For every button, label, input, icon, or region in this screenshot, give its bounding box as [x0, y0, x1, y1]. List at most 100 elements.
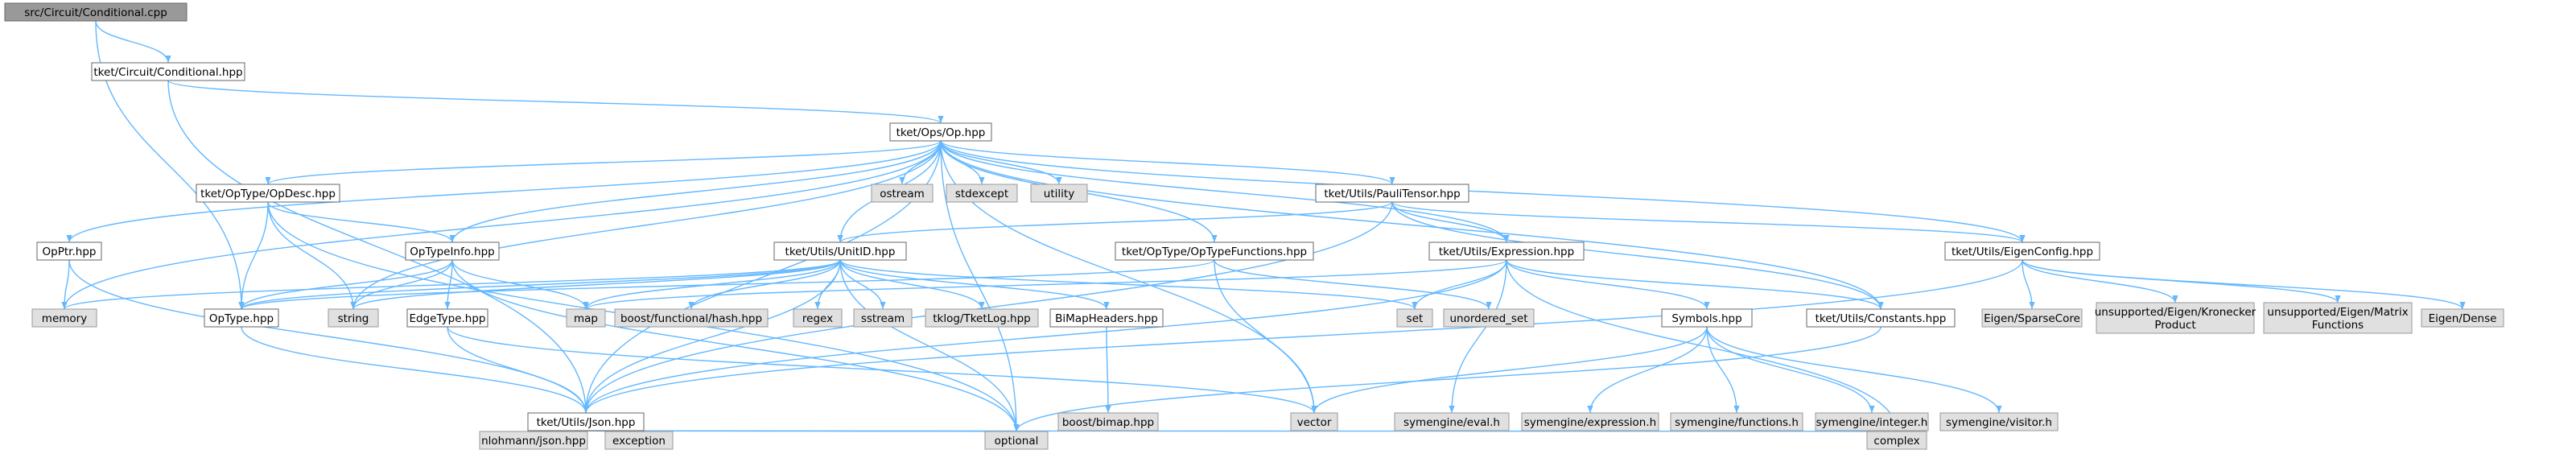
node-expression[interactable]: tket/Utils/Expression.hpp [1428, 241, 1585, 261]
node-label: Product [2154, 319, 2195, 332]
node-label: tket/Ops/Op.hpp [896, 126, 986, 139]
node-stdexcept[interactable]: stdexcept [946, 184, 1018, 203]
edge-symbols-to-symfunc [1706, 326, 1740, 414]
node-boostbimap[interactable]: boost/bimap.hpp [1057, 412, 1159, 431]
node-box [1981, 308, 2083, 328]
node-label: OpPtr.hpp [43, 246, 97, 258]
node-box [1394, 412, 1510, 431]
edge-unitid-to-string [350, 259, 841, 310]
node-optional[interactable]: optional [984, 431, 1049, 450]
node-sstream[interactable]: sstream [853, 308, 913, 328]
edge-symbols-to-symvis [1706, 326, 2002, 414]
node-label: string [338, 312, 369, 325]
node-tklog[interactable]: tklog/TketLog.hpp [925, 308, 1039, 328]
node-eigendense[interactable]: Eigen/Dense [2421, 308, 2504, 328]
edge-edgetype-to-vector [447, 326, 1317, 414]
node-json[interactable]: tket/Utils/Json.hpp [527, 412, 645, 431]
node-unordered[interactable]: unordered_set [1443, 308, 1535, 328]
edge-paulitensor-to-json [583, 201, 1393, 414]
node-symbols[interactable]: Symbols.hpp [1661, 308, 1753, 328]
edge-eigenconfig-to-eigendense [2022, 259, 2466, 310]
node-complex[interactable]: complex [1866, 431, 1927, 450]
node-label: ostream [880, 188, 925, 200]
edge-op-to-opdesc [265, 140, 942, 185]
node-label: nlohmann/json.hpp [481, 435, 586, 448]
edge-unitid-to-json [583, 259, 841, 414]
node-symvis[interactable]: symengine/visitor.h [1939, 412, 2059, 431]
node-label: symengine/integer.h [1816, 416, 1928, 429]
node-label: tket/Utils/UnitID.hpp [785, 246, 896, 258]
node-boostfh[interactable]: boost/functional/hash.hpp [614, 308, 769, 328]
node-label: exception [612, 435, 666, 448]
edge-optypefunc-to-optype [238, 259, 1215, 310]
node-optype[interactable]: OpType.hpp [204, 308, 279, 328]
node-box [604, 431, 674, 450]
edge-op-to-ostream [899, 140, 942, 185]
node-cond_hpp[interactable]: tket/Circuit/Conditional.hpp [91, 62, 245, 81]
node-symeval[interactable]: symengine/eval.h [1394, 412, 1510, 431]
node-map[interactable]: map [566, 308, 606, 328]
edge-cond_hpp-to-op [167, 80, 944, 124]
edge-expression-to-complex [1506, 259, 1900, 432]
node-eigenconfig[interactable]: tket/Utils/EigenConfig.hpp [1944, 241, 2100, 261]
node-box [1670, 412, 1803, 431]
edge-expression-to-map [583, 259, 1507, 310]
node-box [1944, 241, 2100, 261]
node-root[interactable]: src/Circuit/Conditional.cpp [4, 2, 188, 22]
nodes-layer: src/Circuit/Conditional.cpp tket/Circuit/… [4, 2, 2504, 450]
node-opdesc[interactable]: tket/OpType/OpDesc.hpp [196, 184, 340, 203]
node-paulitensor[interactable]: tket/Utils/PauliTensor.hpp [1315, 184, 1469, 203]
edge-op-to-paulitensor [940, 140, 1395, 185]
node-optypefunc[interactable]: tket/OpType/OpTypeFunctions.hpp [1115, 241, 1314, 261]
node-edgetype[interactable]: EdgeType.hpp [406, 308, 488, 328]
node-symint[interactable]: symengine/integer.h [1815, 412, 1929, 431]
node-symfunc[interactable]: symengine/functions.h [1670, 412, 1803, 431]
node-label: src/Circuit/Conditional.cpp [24, 6, 167, 19]
node-nlohmann[interactable]: nlohmann/json.hpp [479, 431, 588, 450]
node-label: EdgeType.hpp [410, 312, 486, 325]
node-eigensparse[interactable]: Eigen/SparseCore [1981, 308, 2083, 328]
node-op[interactable]: tket/Ops/Op.hpp [889, 122, 992, 142]
node-bimap[interactable]: BiMapHeaders.hpp [1049, 308, 1164, 328]
edge-op-to-expression [940, 140, 1510, 243]
node-box [479, 431, 588, 450]
edge-unitid-to-boostfh [688, 259, 841, 310]
edge-unitid-to-memory [61, 259, 841, 310]
node-label: set [1407, 312, 1424, 325]
edge-paulitensor-to-unitid [837, 201, 1393, 243]
node-opptr[interactable]: OpPtr.hpp [36, 241, 102, 261]
edge-optypeinfo-to-string [350, 259, 453, 310]
node-regex[interactable]: regex [793, 308, 843, 328]
edge-eigenconfig-to-eigensparse [2022, 259, 2035, 310]
node-constants[interactable]: tket/Utils/Constants.hpp [1806, 308, 1956, 328]
node-box [773, 241, 907, 261]
node-box [196, 184, 340, 203]
node-string[interactable]: string [328, 308, 379, 328]
edge-symbols-to-vector [1311, 326, 1708, 414]
node-optypeinfo[interactable]: OpTypeInfo.hpp [405, 241, 500, 261]
edge-paulitensor-to-expression [1391, 201, 1510, 243]
node-utility[interactable]: utility [1030, 184, 1088, 203]
node-vector[interactable]: vector [1290, 412, 1338, 431]
edge-edgetype-to-json [447, 326, 589, 414]
node-set[interactable]: set [1396, 308, 1433, 328]
node-box [405, 241, 500, 261]
node-box [1443, 308, 1535, 328]
node-memory[interactable]: memory [31, 308, 97, 328]
node-box [2263, 302, 2413, 334]
node-label: vector [1297, 416, 1332, 429]
node-symexpr[interactable]: symengine/expression.h [1521, 412, 1659, 431]
node-label: OpType.hpp [209, 312, 274, 325]
node-label: tket/Utils/EigenConfig.hpp [1952, 246, 2093, 258]
node-label: memory [42, 312, 87, 325]
node-ostream[interactable]: ostream [871, 184, 934, 203]
node-label: unsupported/Eigen/Matrix [2267, 306, 2408, 319]
node-label: regex [802, 312, 833, 325]
node-box [36, 241, 102, 261]
node-exception[interactable]: exception [604, 431, 674, 450]
node-box [91, 62, 245, 81]
edge-cond_hpp-to-json [167, 80, 589, 414]
node-unitid[interactable]: tket/Utils/UnitID.hpp [773, 241, 907, 261]
